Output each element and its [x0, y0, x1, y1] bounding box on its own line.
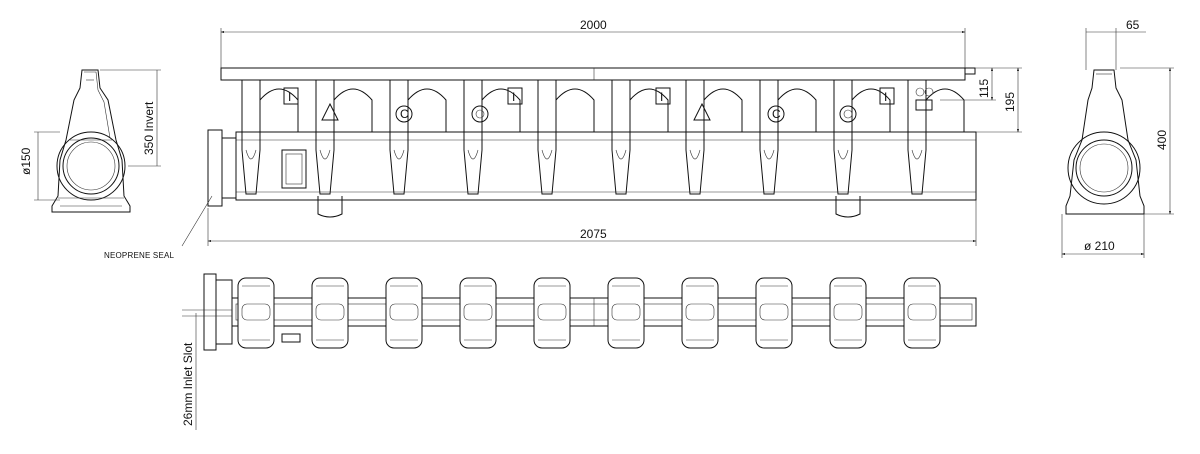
leg-rib	[389, 79, 409, 195]
plan-module	[681, 277, 719, 349]
inlet-slot-label: 26mm Inlet Slot	[181, 342, 195, 426]
inspection-symbol: I	[507, 87, 523, 105]
overall-length-label: 2075	[580, 227, 607, 241]
plan-slot	[389, 303, 419, 321]
leg-groove	[393, 149, 405, 160]
inspection-symbol: I	[283, 87, 299, 105]
leg-groove	[541, 149, 553, 160]
plan-module	[829, 277, 867, 349]
outlet-symbol	[471, 105, 489, 123]
outlet-symbol	[839, 105, 857, 123]
leg-rib	[759, 79, 779, 195]
plan-module	[237, 277, 275, 349]
plan-slot	[315, 303, 345, 321]
top-length-label: 2000	[580, 18, 607, 32]
inspection-symbol-text: I	[512, 90, 515, 104]
cleanout-symbol: C	[767, 105, 785, 123]
leg-groove	[319, 149, 331, 160]
inspection-symbol: I	[879, 87, 895, 105]
arch	[703, 88, 743, 132]
plan-module-series	[237, 277, 941, 349]
arch	[555, 88, 595, 132]
leg-series	[241, 79, 927, 195]
leg-groove	[911, 149, 923, 160]
triangle-icon	[693, 102, 711, 121]
base-diameter-label: ø 210	[1084, 239, 1115, 253]
plan-module	[533, 277, 571, 349]
plan-module	[755, 277, 793, 349]
inspection-symbol-text: I	[288, 90, 291, 104]
plan-module	[459, 277, 497, 349]
triangle-icon	[321, 102, 339, 121]
plan-slot	[463, 303, 493, 321]
leg-rib	[685, 79, 705, 195]
leg-rib	[611, 79, 631, 195]
right-end-view	[1061, 28, 1174, 258]
flange-width-label: 65	[1126, 18, 1140, 32]
leg-rib	[463, 79, 483, 195]
inspection-symbol-text: I	[660, 90, 663, 104]
leg-groove	[837, 149, 849, 160]
plan-module	[903, 277, 941, 349]
plan-slot	[833, 303, 863, 321]
plan-slot	[685, 303, 715, 321]
outlet-diameter-label: ø150	[19, 147, 33, 175]
leg-groove	[615, 149, 627, 160]
cleanout-symbol: C	[395, 105, 413, 123]
inspection-symbol-text: I	[884, 90, 887, 104]
leg-rib	[241, 79, 261, 195]
plan-slot	[537, 303, 567, 321]
neoprene-seal-label: NEOPRENE SEAL	[104, 251, 175, 260]
leg-groove	[689, 149, 701, 160]
height-front-label: 195	[1003, 92, 1017, 112]
plan-slot	[241, 303, 271, 321]
arch	[333, 88, 373, 132]
leg-groove	[467, 149, 479, 160]
inspection-symbol: I	[655, 87, 671, 105]
invert-label: 350 Invert	[142, 101, 156, 155]
leg-groove	[245, 149, 257, 160]
plan-view	[182, 273, 977, 430]
arch	[259, 88, 299, 132]
rim-to-outlet-label: 115	[977, 79, 991, 98]
vent-icon	[915, 87, 934, 111]
cleanout-symbol-text: C	[772, 107, 781, 121]
leg-groove	[763, 149, 775, 160]
plan-slot	[759, 303, 789, 321]
leg-rib	[315, 79, 335, 195]
plan-slot	[611, 303, 641, 321]
leg-rib	[907, 79, 927, 195]
cleanout-symbol-text: C	[400, 107, 409, 121]
height-side-label: 400	[1155, 130, 1169, 150]
leg-rib	[537, 79, 557, 195]
front-elevation	[181, 28, 1022, 247]
leg-rib	[833, 79, 853, 195]
arch	[407, 88, 447, 132]
left-end-view	[34, 69, 161, 213]
plan-slot	[907, 303, 937, 321]
plan-module	[385, 277, 423, 349]
plan-module	[311, 277, 349, 349]
plan-module	[607, 277, 645, 349]
